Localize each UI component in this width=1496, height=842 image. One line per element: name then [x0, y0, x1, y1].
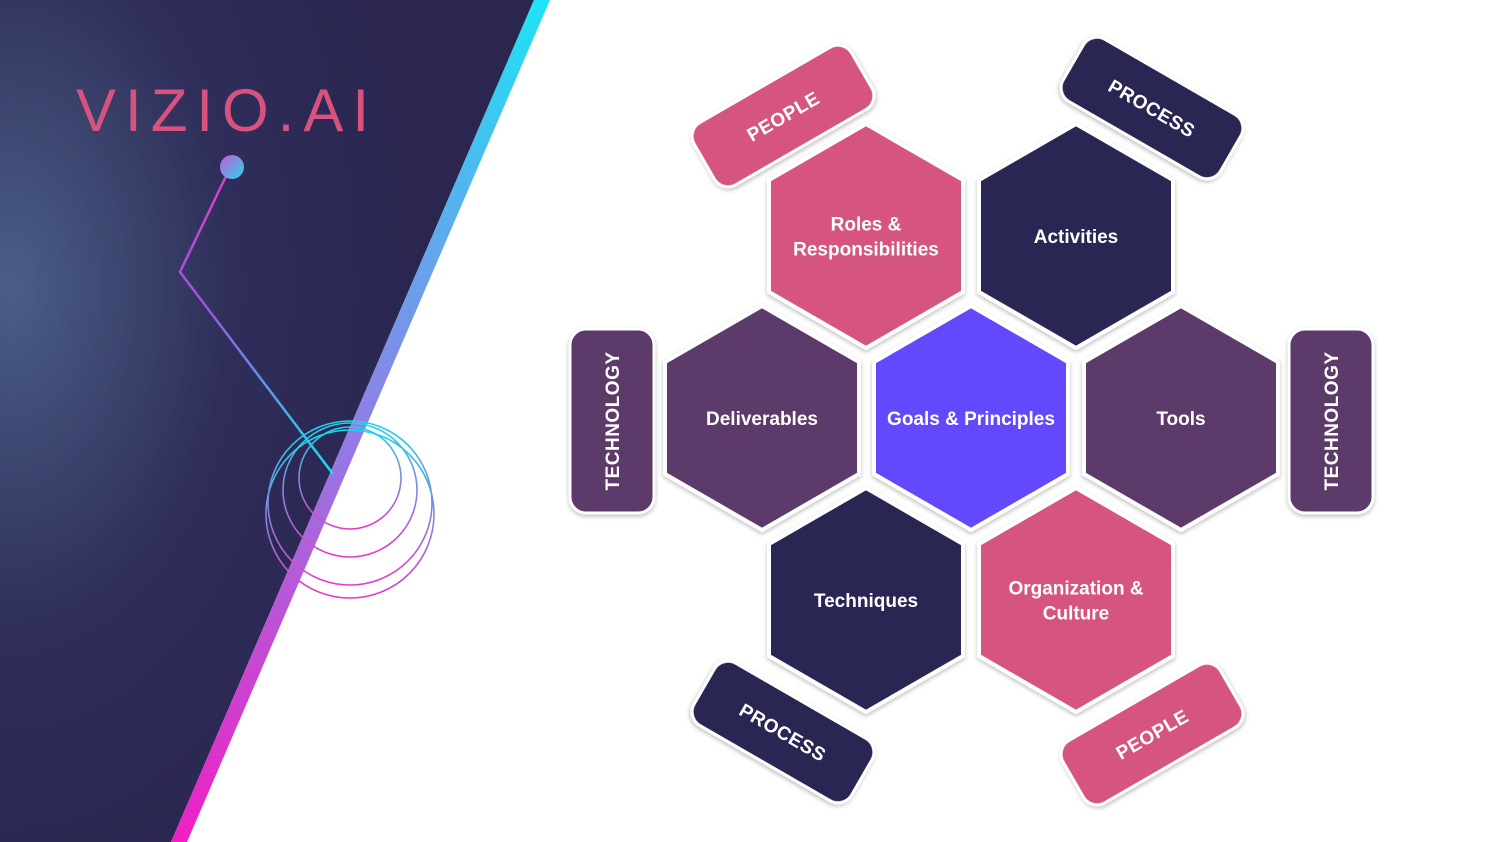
hexagon-techniques-label: Techniques — [814, 591, 918, 612]
hexagon-roles-label: Roles & — [831, 215, 902, 236]
hexagon-deliverables-label: Deliverables — [706, 409, 818, 430]
hexagon-deliverables-shape — [663, 304, 861, 532]
tag-people-top: PEOPLE — [690, 43, 876, 189]
hexagon-activities-shape — [977, 122, 1175, 350]
tag-process-bottom: PROCESS — [690, 659, 876, 805]
hexagon-center-goals-shape — [872, 304, 1070, 532]
tag-technology-right-shape — [1287, 327, 1375, 515]
hexagon-activities: Activities — [977, 122, 1175, 350]
tag-process-top: PROCESS — [1059, 35, 1245, 181]
hexagon-tools-label: Tools — [1156, 409, 1205, 430]
tag-technology-left-shape — [568, 327, 656, 515]
tag-people-bottom: PEOPLE — [1059, 661, 1245, 807]
tag-technology-right: TECHNOLOGY — [1287, 327, 1375, 515]
hexagon-organization-label: Culture — [1043, 604, 1110, 625]
hexagon-organization-shape — [977, 486, 1175, 714]
panel-background — [0, 0, 534, 842]
hexagon-organization: Organization & Culture — [977, 486, 1175, 714]
tag-technology-left-label: TECHNOLOGY — [603, 351, 624, 490]
logo-connector-line — [178, 171, 334, 475]
hexagon-center-goals-label: Goals & Principles — [887, 409, 1055, 430]
hexagon-center-goals: Goals & Principles — [872, 304, 1070, 532]
tag-technology-left: TECHNOLOGY — [568, 327, 656, 515]
left-panel: VIZIO.AI — [0, 0, 550, 842]
hexagon-roles: Roles & Responsibilities — [767, 122, 965, 350]
logo-dot-icon — [220, 155, 244, 179]
category-tags: PEOPLE PROCESS TECHNOLOGY TECHNOLOGY PROCESS… — [568, 35, 1375, 807]
hexagon-deliverables: Deliverables — [663, 304, 861, 532]
hexagon-techniques: Techniques — [767, 486, 965, 714]
tag-people-bottom-shape — [1059, 661, 1245, 807]
hexagon-diagram: Roles & Responsibilities ActivitiesDeliver… — [663, 122, 1280, 714]
concentric-rings-icon — [265, 420, 435, 599]
hexagon-tools-shape — [1082, 304, 1280, 532]
tag-process-top-shape — [1059, 35, 1245, 181]
tag-technology-right-label: TECHNOLOGY — [1322, 351, 1343, 490]
tag-people-top-shape — [690, 43, 876, 189]
hexagon-organization-label: Organization & — [1008, 579, 1143, 600]
tag-process-bottom-shape — [690, 659, 876, 805]
brand-logo: VIZIO.AI — [76, 77, 378, 144]
hexagon-tools: Tools — [1082, 304, 1280, 532]
hexagon-roles-label: Responsibilities — [793, 240, 939, 261]
hexagon-activities-label: Activities — [1034, 227, 1118, 248]
hexagon-roles-shape — [767, 122, 965, 350]
hexagon-techniques-shape — [767, 486, 965, 714]
